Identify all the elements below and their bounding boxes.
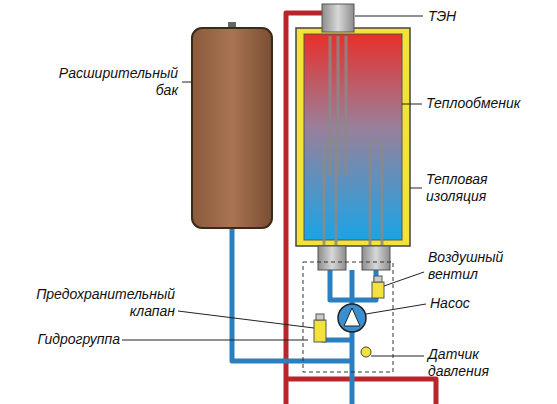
part-label: Воздушный вентил xyxy=(428,249,520,283)
part-label: Датчик давления xyxy=(428,346,508,380)
part-label: Насос xyxy=(430,295,520,312)
part-label: Расширительный бак xyxy=(58,65,178,99)
part-label: Гидрогруппа xyxy=(34,331,120,348)
part-label: ТЭН xyxy=(428,8,538,25)
part-label: Предохранительный клапан xyxy=(3,286,175,320)
part-label: Тепловая изоляция xyxy=(426,171,526,205)
part-label: Теплообменик xyxy=(426,95,551,112)
